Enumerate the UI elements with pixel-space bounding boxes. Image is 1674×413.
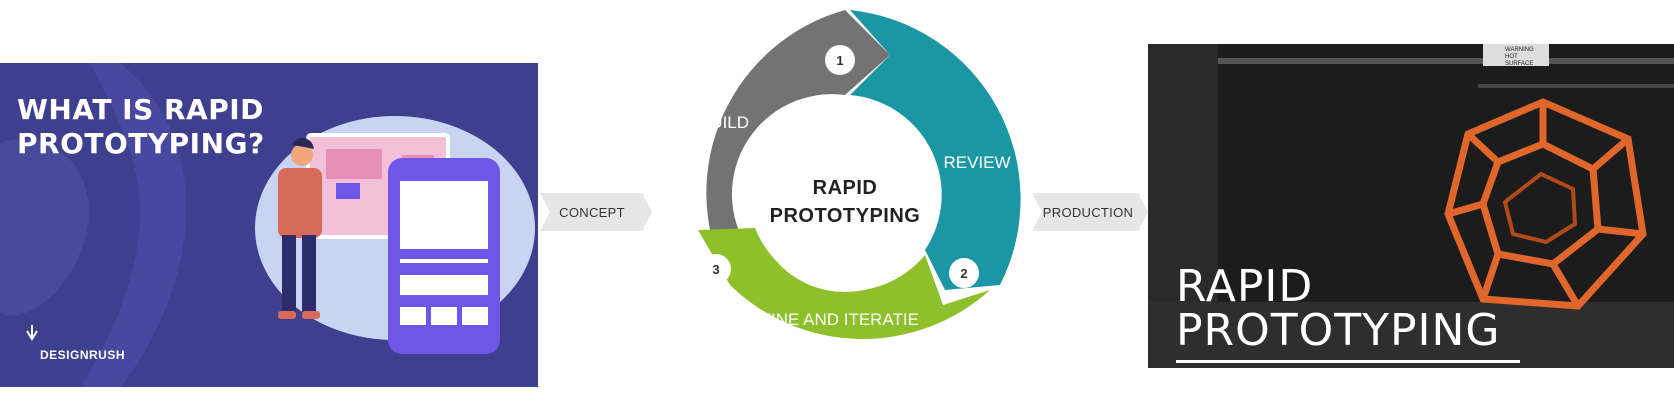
- person-head-shape: [291, 144, 313, 166]
- step-3-badge: [701, 254, 731, 284]
- production-arrow-shape: [1032, 193, 1148, 231]
- phone-block-shape: [400, 307, 426, 325]
- printer-rail-shape: [1478, 84, 1674, 88]
- brand-label: DESIGNRUSH: [40, 348, 126, 362]
- build-label: BUILD: [699, 113, 749, 132]
- right-photo: WARNING HOT SURFACE RAPID PROTOTYPING: [1148, 44, 1674, 368]
- bg-swirl-shape: [0, 139, 89, 316]
- printer-bed-shape: [1148, 302, 1674, 368]
- step-2-badge: [949, 258, 979, 288]
- center-title-line: PROTOTYPING: [770, 205, 921, 227]
- photo-title-line: RAPID: [1176, 261, 1314, 312]
- person-leg-shape: [302, 235, 316, 313]
- refine-segment: [698, 228, 990, 339]
- review-label: REVIEW: [943, 153, 1010, 172]
- center-circle: [753, 108, 937, 292]
- bg-swirl-shape: [80, 63, 187, 387]
- step-3-number: 3: [712, 262, 719, 277]
- person-hair-shape: [292, 137, 314, 149]
- phone-line-shape: [400, 259, 488, 263]
- phone-screen-shape: [400, 181, 488, 249]
- title-underline: [1176, 360, 1520, 363]
- production-label: PRODUCTION: [1043, 205, 1133, 220]
- phone-block-shape: [400, 275, 488, 295]
- banner-title: WHAT IS RAPID PROTOTYPING?: [17, 93, 265, 161]
- concept-label: CONCEPT: [559, 205, 625, 220]
- person-torso-shape: [278, 168, 322, 238]
- monitor-panel-shape: [326, 149, 382, 179]
- banner-illustration: [0, 63, 535, 387]
- refine-label: REFINE AND ITERATIE: [737, 310, 919, 329]
- person-shoe-shape: [302, 311, 320, 319]
- left-banner: WHAT IS RAPID PROTOTYPING? DESIGNRUSH: [0, 63, 538, 387]
- center-title-line: RAPID: [813, 177, 878, 199]
- printed-object-shape: [1444, 98, 1647, 310]
- step-1-number: 1: [836, 53, 843, 68]
- photo-title-line: PROTOTYPING: [1176, 305, 1501, 356]
- printed-object-inner-shape: [1502, 171, 1578, 245]
- phone-block-shape: [431, 307, 457, 325]
- warning-sticker: WARNING HOT SURFACE: [1483, 44, 1549, 67]
- printer-rail-shape: [1218, 58, 1674, 64]
- build-segment: [706, 10, 890, 275]
- person-leg-shape: [282, 235, 296, 313]
- designrush-logo-icon: [26, 325, 38, 341]
- banner-title-line: PROTOTYPING?: [17, 127, 265, 160]
- printer-illustration: [1148, 44, 1674, 368]
- person-shoe-shape: [278, 311, 296, 319]
- phone-block-shape: [462, 307, 488, 325]
- concept-arrow-shape: [540, 193, 652, 231]
- review-segment: [850, 10, 1021, 290]
- step-2-number: 2: [960, 266, 967, 281]
- cycle-diagram: CONCEPT RAPID PROTOTYPING BUILD REVIEW R…: [540, 10, 1148, 339]
- banner-title-line: WHAT IS RAPID: [17, 93, 264, 126]
- step-1-badge: [825, 45, 855, 75]
- laptop-shape: [336, 183, 360, 199]
